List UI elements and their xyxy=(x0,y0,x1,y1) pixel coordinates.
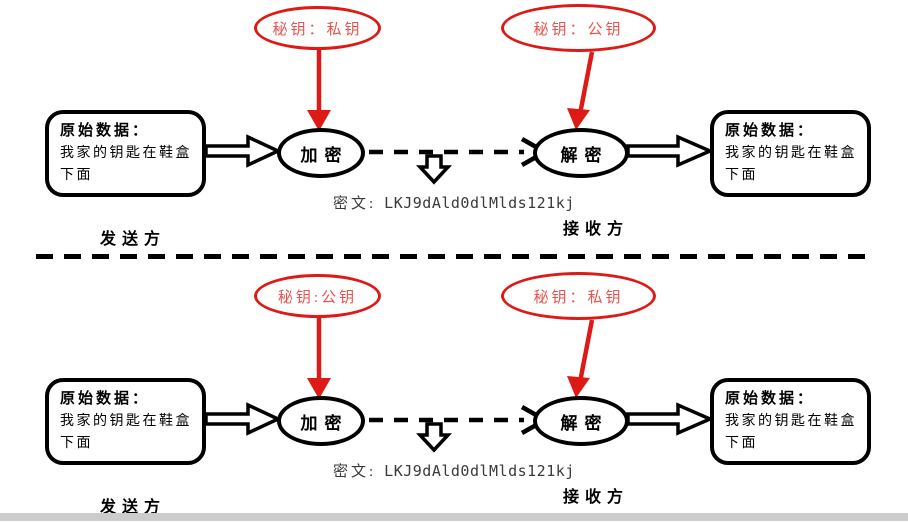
ciphertext-line: 密文: LKJ9dAld0dlMlds121kj xyxy=(333,460,575,481)
key-badge-label: 秘钥：私钥 xyxy=(533,289,624,306)
decrypt-label: 解密 xyxy=(560,145,609,165)
sender-label: 发送方 xyxy=(100,231,167,248)
ciphertext-value: LKJ9dAld0dlMlds121kj xyxy=(384,194,575,212)
decrypt-to-dest-arrow xyxy=(626,134,715,168)
key-left-arrow xyxy=(307,50,331,131)
dest-data-box: 原始数据： 我家的钥匙在鞋盒下面 xyxy=(710,110,871,197)
source-data-title: 原始数据： xyxy=(60,391,151,407)
encrypt-label: 加密 xyxy=(300,145,349,165)
dest-data-title: 原始数据： xyxy=(725,123,816,139)
key-right-arrow xyxy=(567,319,595,398)
panel-bottom: 秘钥:公钥 秘钥：私钥 原始数据： 我家的钥匙在鞋盒下面 加密 解密 密文: LK… xyxy=(0,268,908,522)
key-badge-label: 秘钥:公钥 xyxy=(277,289,358,306)
key-badge-private: 秘钥：私钥 xyxy=(501,272,656,320)
ciphertext-down-arrow xyxy=(415,422,453,453)
decrypt-node: 解密 xyxy=(533,128,629,178)
encrypt-node: 加密 xyxy=(277,396,365,446)
key-badge-label: 秘钥：公钥 xyxy=(533,21,624,38)
dest-data-box: 原始数据： 我家的钥匙在鞋盒下面 xyxy=(710,378,871,465)
key-left-arrow xyxy=(307,318,331,399)
panel-top: 秘钥：私钥 秘钥：公钥 原始数据： 我家的钥匙在鞋盒下面 加密 解密 密文: LK… xyxy=(0,0,908,257)
receiver-label: 接收方 xyxy=(563,489,630,506)
dest-data-body: 我家的钥匙在鞋盒下面 xyxy=(725,414,857,451)
key-badge-public: 秘钥:公钥 xyxy=(254,274,381,318)
encrypt-label: 加密 xyxy=(300,413,349,433)
encrypt-to-decrypt-arrow xyxy=(369,137,547,167)
key-right-arrow xyxy=(567,51,595,130)
sender-label: 发送方 xyxy=(100,499,167,516)
source-to-encrypt-arrow xyxy=(204,402,283,436)
encrypt-node: 加密 xyxy=(277,128,365,178)
ciphertext-down-arrow xyxy=(415,154,453,185)
source-to-encrypt-arrow xyxy=(204,134,283,168)
encrypt-to-decrypt-arrow xyxy=(369,405,547,435)
source-data-title: 原始数据： xyxy=(60,123,151,139)
source-data-box: 原始数据： 我家的钥匙在鞋盒下面 xyxy=(45,110,206,197)
decrypt-to-dest-arrow xyxy=(626,402,715,436)
key-badge-public: 秘钥：公钥 xyxy=(501,4,656,52)
ciphertext-label: 密文: xyxy=(333,196,377,212)
decrypt-node: 解密 xyxy=(533,396,629,446)
source-data-box: 原始数据： 我家的钥匙在鞋盒下面 xyxy=(45,378,206,465)
ciphertext-line: 密文: LKJ9dAld0dlMlds121kj xyxy=(333,192,575,213)
source-data-body: 我家的钥匙在鞋盒下面 xyxy=(60,146,192,183)
ciphertext-label: 密文: xyxy=(333,464,377,480)
section-divider xyxy=(36,254,866,259)
dest-data-title: 原始数据： xyxy=(725,391,816,407)
key-badge-private: 秘钥：私钥 xyxy=(254,6,381,50)
receiver-label: 接收方 xyxy=(563,221,630,238)
source-data-body: 我家的钥匙在鞋盒下面 xyxy=(60,414,192,451)
bottom-edge-bar xyxy=(0,513,908,521)
dest-data-body: 我家的钥匙在鞋盒下面 xyxy=(725,146,857,183)
decrypt-label: 解密 xyxy=(560,413,609,433)
key-badge-label: 秘钥：私钥 xyxy=(272,21,363,38)
ciphertext-value: LKJ9dAld0dlMlds121kj xyxy=(384,462,575,480)
